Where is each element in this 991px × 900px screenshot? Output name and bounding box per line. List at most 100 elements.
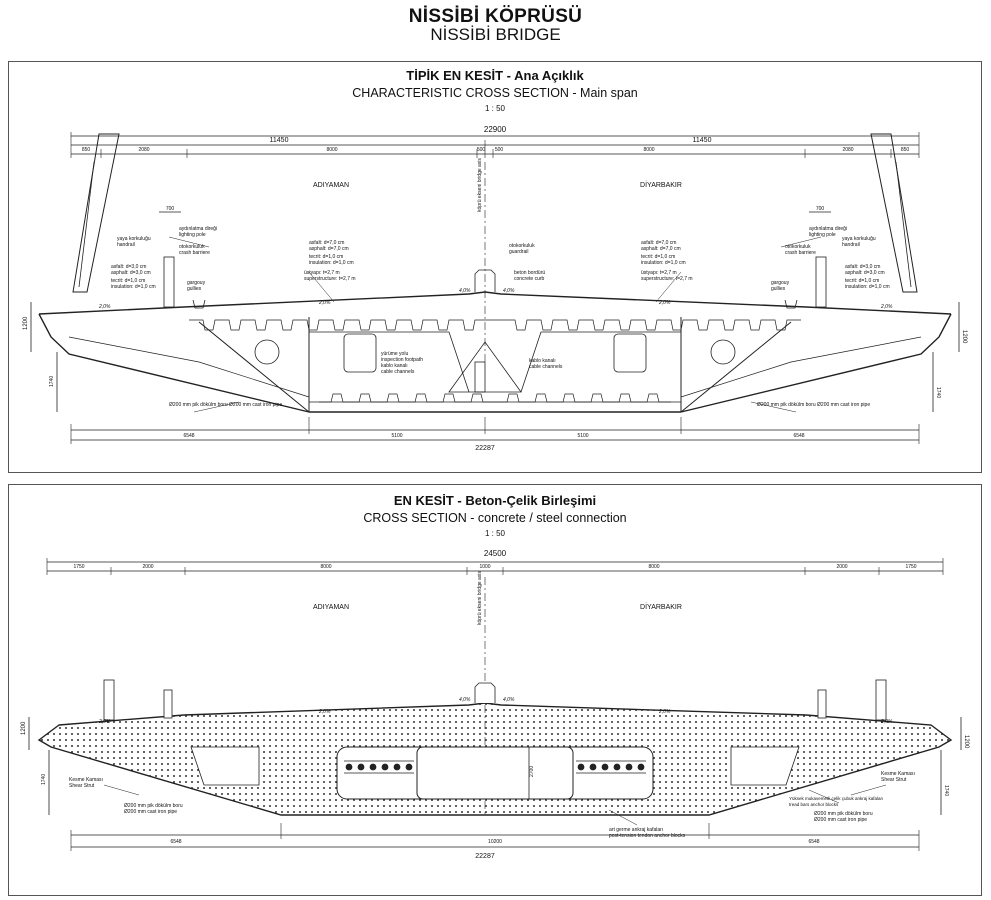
s1-note-left-0: aydınlatma direği <box>179 226 217 232</box>
s2-slope-5: 2,0% <box>880 719 893 725</box>
s2-slope-1: 2,0% <box>318 709 331 715</box>
s1-note-right-6: asfalt: d=3,0 cm <box>845 264 880 270</box>
s1-note-c-0: asfalt: d=7,0 cm <box>309 240 344 246</box>
s1-note-left-8: tecrit: d=1,0 cm <box>111 278 145 284</box>
s2-label-8: Ø200 mm pik dökülm boru <box>124 803 183 809</box>
page-title-tr: NİSSİBİ KÖPRÜSÜ <box>408 6 583 27</box>
s1-note-right-9: insulation: d=1,0 cm <box>845 284 890 290</box>
s1-d6: 8000 <box>643 147 654 153</box>
s2-label-2: Kesme Kaması <box>881 771 915 777</box>
s1-note-c-13: cable channels <box>381 369 415 375</box>
panel-connection: EN KESİT - Beton-Çelik Birleşimi CROSS S… <box>8 484 982 896</box>
s1-note-cr-5: superstructure: t=2,7 m <box>641 276 693 282</box>
section1-title-tr: TİPİK EN KESİT - Ana Açıklık <box>406 68 584 83</box>
s1-pipe-left: Ø200 mm pik dökülm boru Ø200 mm cast iro… <box>169 402 282 408</box>
s2-city-right: DİYARBAKIR <box>640 602 682 611</box>
section2-scale: 1 : 50 <box>484 529 505 538</box>
s2-label-10: Ø200 mm pik dökülm boru <box>814 811 873 817</box>
s1-slope-0: 2,0% <box>98 304 111 310</box>
s1-note-cr-4: üstyapı: t=2,7 m <box>641 270 677 276</box>
s1-d8: 850 <box>901 147 910 153</box>
s2-label-6: art germe ankraj kafaları <box>609 827 663 833</box>
s1-slope-2: 4,0% <box>459 288 471 294</box>
s2-h-right: 1200 <box>963 735 969 749</box>
s1-note-c-7: guardrail <box>509 249 528 255</box>
s1-note-c-8: beton bordürü <box>514 270 545 276</box>
s2-d2: 2000 <box>142 564 153 570</box>
s1-b4: 6548 <box>793 433 804 439</box>
s2-slope-0: 2,0% <box>98 719 111 725</box>
s1-note-c-6: otokorkuluk <box>509 243 535 249</box>
panel-main-span: TİPİK EN KESİT - Ana Açıklık CHARACTERIS… <box>8 61 982 473</box>
s2-d4: 1000 <box>479 564 490 570</box>
s1-slope-3: 4,0% <box>503 288 515 294</box>
s2-depth-left: 1740 <box>41 774 47 785</box>
s2-b3: 6548 <box>808 839 819 845</box>
s2-d1: 1750 <box>73 564 84 570</box>
s1-dim-half-r: 11450 <box>693 137 712 144</box>
s2-label-5: tread bars anchor blocks <box>789 802 839 807</box>
s1-note-right-4: otokorkuluk <box>785 244 811 250</box>
s1-note-c-11: inspection footpath <box>381 357 423 363</box>
s1-note-c-9: concrete curb <box>514 276 545 282</box>
s1-note-c-4: üstyapı: t=2,7 m <box>304 270 340 276</box>
s1-note-c-12: kablo kanalı <box>381 363 408 369</box>
s2-d3: 8000 <box>320 564 331 570</box>
s1-d1: 850 <box>82 147 91 153</box>
s1-slope-1: 2,0% <box>318 300 331 306</box>
s1-note-right-1: lighting pole <box>809 232 836 238</box>
section2-title-tr: EN KESİT - Beton-Çelik Birleşimi <box>393 493 597 508</box>
s1-note-left-9: insulation: d=1,0 cm <box>111 284 156 290</box>
s1-note-right-5: crash barriere <box>785 250 816 256</box>
section2-title-en: CROSS SECTION - concrete / steel connect… <box>363 511 627 525</box>
s1-note-cr-13: cable channels <box>529 364 563 370</box>
s1-bottom-total: 22287 <box>475 445 495 452</box>
s1-note-right-3: handrail <box>842 242 860 248</box>
s1-city-left: ADIYAMAN <box>313 182 349 189</box>
s1-note-c-1: asphalt: d=7,0 cm <box>309 246 349 252</box>
s2-label-1: Shear Strut <box>69 783 95 789</box>
s1-note-right-0: aydınlatma direği <box>809 226 847 232</box>
s2-slope-2: 4,0% <box>459 697 471 703</box>
s2-label-4: Yüksek mukavemetli çelik çubuk ankraj ka… <box>789 796 883 801</box>
s2-d5: 8000 <box>648 564 659 570</box>
s1-note-left-5: crash barriere <box>179 250 210 256</box>
s1-slope-5: 2,0% <box>880 304 893 310</box>
s1-d2: 2080 <box>138 147 149 153</box>
s1-note-c-10: yürüme yolu <box>381 351 408 357</box>
s1-d4: 500 <box>477 147 486 153</box>
s2-label-11: Ø200 mm cast iron pipe <box>814 817 867 823</box>
s1-note-cr-0: asfalt: d=7,0 cm <box>641 240 676 246</box>
s1-rail-w-r: 700 <box>816 206 825 212</box>
s2-b1: 6548 <box>170 839 181 845</box>
s1-slope-4: 2,0% <box>658 300 671 306</box>
s1-depth-left: 1740 <box>49 376 55 387</box>
s1-note-right-8: tecrit: d=1,0 cm <box>845 278 879 284</box>
s1-note-c-2: tecrit: d=1,0 cm <box>309 254 343 260</box>
section2-drawing: 24500 1750 2000 8000 1000 8000 2000 1750… <box>21 549 969 860</box>
s1-note-left-2: yaya korkuluğu <box>117 236 151 242</box>
s1-h-left: 1200 <box>23 316 29 330</box>
page-title-en: NİSSİBİ BRIDGE <box>430 25 561 44</box>
s2-axis: köprü ekseni bridge axis <box>477 571 483 625</box>
s1-b1: 6548 <box>183 433 194 439</box>
s1-note-left-6: asfalt: d=3,0 cm <box>111 264 146 270</box>
section1-scale: 1 : 50 <box>484 104 505 113</box>
s1-note-cr-3: insulation: d=1,0 cm <box>641 260 686 266</box>
s1-note-cr-1: asphalt: d=7,0 cm <box>641 246 681 252</box>
s2-d7: 1750 <box>905 564 916 570</box>
s1-city-right: DİYARBAKIR <box>640 180 682 189</box>
s1-d5: 500 <box>495 147 504 153</box>
s1-note-left-4: otokorkuluk <box>179 244 205 250</box>
s1-d3: 8000 <box>326 147 337 153</box>
section1-title-en: CHARACTERISTIC CROSS SECTION - Main span <box>352 86 638 100</box>
s1-rail-w-l: 700 <box>166 206 175 212</box>
s2-label-9: Ø200 mm cast iron pipe <box>124 809 177 815</box>
s1-note-left-3: handrail <box>117 242 135 248</box>
s1-depth-right: 1740 <box>935 387 941 398</box>
s1-note-cr-12: kablo kanalı <box>529 358 556 364</box>
s2-h-left: 1200 <box>21 721 27 735</box>
s2-inner-h: 2700 <box>529 766 535 777</box>
section1-drawing: 22900 11450 11450 850 2080 8000 500 500 … <box>23 125 967 452</box>
s1-note-left-11: gullies <box>187 286 202 292</box>
